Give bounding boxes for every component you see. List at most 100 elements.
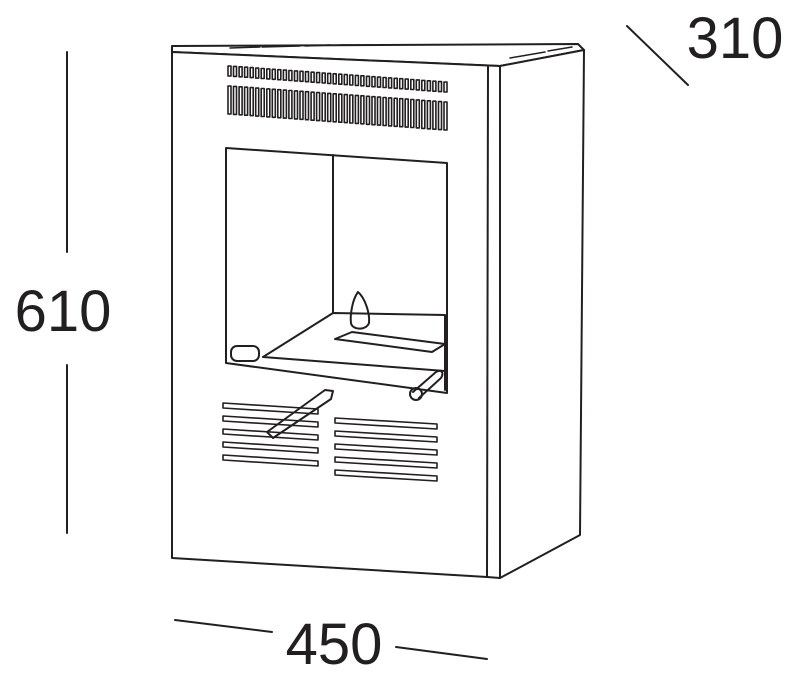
top-vent-grille — [227, 65, 448, 131]
vent-slot — [432, 80, 437, 92]
dimension-lines — [66, 25, 689, 660]
vent-slot — [238, 86, 243, 116]
vent-slot — [371, 75, 376, 88]
vent-slot — [348, 94, 354, 124]
louvre-slat — [222, 441, 319, 454]
vent-slot — [293, 70, 299, 82]
vent-slot — [310, 71, 315, 83]
depth-label: 310 — [687, 6, 784, 71]
vent-slot — [382, 96, 387, 127]
vent-slot — [415, 79, 421, 91]
burner-tray — [262, 312, 446, 391]
vent-slot — [426, 80, 432, 92]
stove-corner-edge — [486, 65, 489, 578]
vent-slot — [271, 68, 277, 81]
vent-slot — [332, 93, 338, 123]
louvre-slat — [334, 417, 438, 430]
tool-holder — [230, 345, 260, 362]
vent-slot — [310, 91, 315, 121]
vent-slot — [265, 88, 271, 118]
vent-slot — [288, 89, 293, 120]
vent-slot — [432, 100, 437, 130]
vent-slot — [326, 92, 332, 123]
vent-slot — [398, 97, 404, 128]
vent-slot — [326, 72, 332, 85]
vent-slot — [343, 73, 349, 86]
vent-slot — [332, 73, 338, 85]
vent-slot — [276, 68, 282, 81]
louvre-slat — [222, 428, 319, 441]
stove-top-detail — [229, 44, 573, 59]
vent-slot — [420, 99, 426, 130]
vent-slot — [404, 98, 410, 128]
firebox-window — [225, 147, 448, 394]
vent-slot — [404, 78, 410, 90]
vent-slot — [393, 77, 399, 90]
vent-slot — [398, 77, 404, 90]
vent-slot — [409, 98, 415, 129]
louvre-slat — [222, 415, 319, 428]
vent-slot — [360, 75, 365, 87]
height-label: 610 — [15, 279, 112, 344]
vent-slot — [276, 88, 282, 119]
vent-slot — [376, 76, 382, 88]
stove-body — [171, 43, 585, 579]
vent-slot — [437, 80, 443, 93]
vent-slot — [387, 77, 393, 89]
vent-slot — [360, 95, 365, 125]
stove-front-face — [171, 51, 501, 579]
vent-slot — [227, 65, 232, 77]
vent-slot — [254, 67, 260, 79]
flame-icon — [349, 291, 371, 330]
vent-slot — [426, 100, 432, 130]
vent-slot — [321, 92, 327, 122]
vent-slot — [371, 95, 376, 126]
louvre-slat — [222, 454, 319, 467]
vent-slot — [354, 94, 360, 125]
vent-slot — [243, 86, 249, 116]
vent-slot — [299, 70, 304, 83]
louvre-slat — [222, 402, 319, 415]
stove-side-face — [499, 49, 585, 579]
vent-slot — [304, 70, 310, 83]
vent-slot — [343, 93, 349, 124]
vent-slot — [249, 66, 254, 79]
louvre-slat — [334, 443, 438, 456]
vent-slot — [249, 86, 254, 117]
louvre-slat — [334, 430, 438, 443]
vent-slot — [232, 65, 238, 78]
vent-slot — [365, 75, 371, 88]
vent-slot — [282, 69, 288, 81]
vent-slot — [265, 68, 271, 80]
width-label: 450 — [286, 612, 383, 677]
burner-slot — [334, 331, 446, 353]
burner-tray-front — [262, 356, 446, 372]
vent-slot — [365, 95, 371, 126]
vent-slot — [260, 87, 266, 118]
vent-slot — [409, 78, 415, 91]
vent-slot — [288, 69, 293, 82]
vent-slot — [304, 90, 310, 121]
vent-slot — [254, 87, 260, 117]
vent-slot — [420, 79, 426, 92]
firebox — [225, 147, 448, 394]
vent-slot — [337, 93, 343, 123]
vent-slot — [232, 85, 238, 116]
lower-grille — [222, 402, 438, 482]
vent-slot — [354, 74, 360, 87]
width-dimension-line-left — [174, 619, 273, 633]
vent-slot — [393, 97, 399, 128]
louvre-slat — [334, 469, 438, 482]
vent-slot — [443, 81, 448, 93]
vent-slot — [227, 85, 232, 115]
vent-slot — [293, 90, 299, 120]
vent-slot — [243, 66, 249, 78]
vent-slot — [315, 71, 321, 84]
vent-slot — [387, 97, 393, 127]
vent-slot — [238, 66, 243, 78]
vent-slot — [282, 89, 288, 119]
vent-slot — [271, 88, 277, 119]
vent-slot — [315, 91, 321, 122]
